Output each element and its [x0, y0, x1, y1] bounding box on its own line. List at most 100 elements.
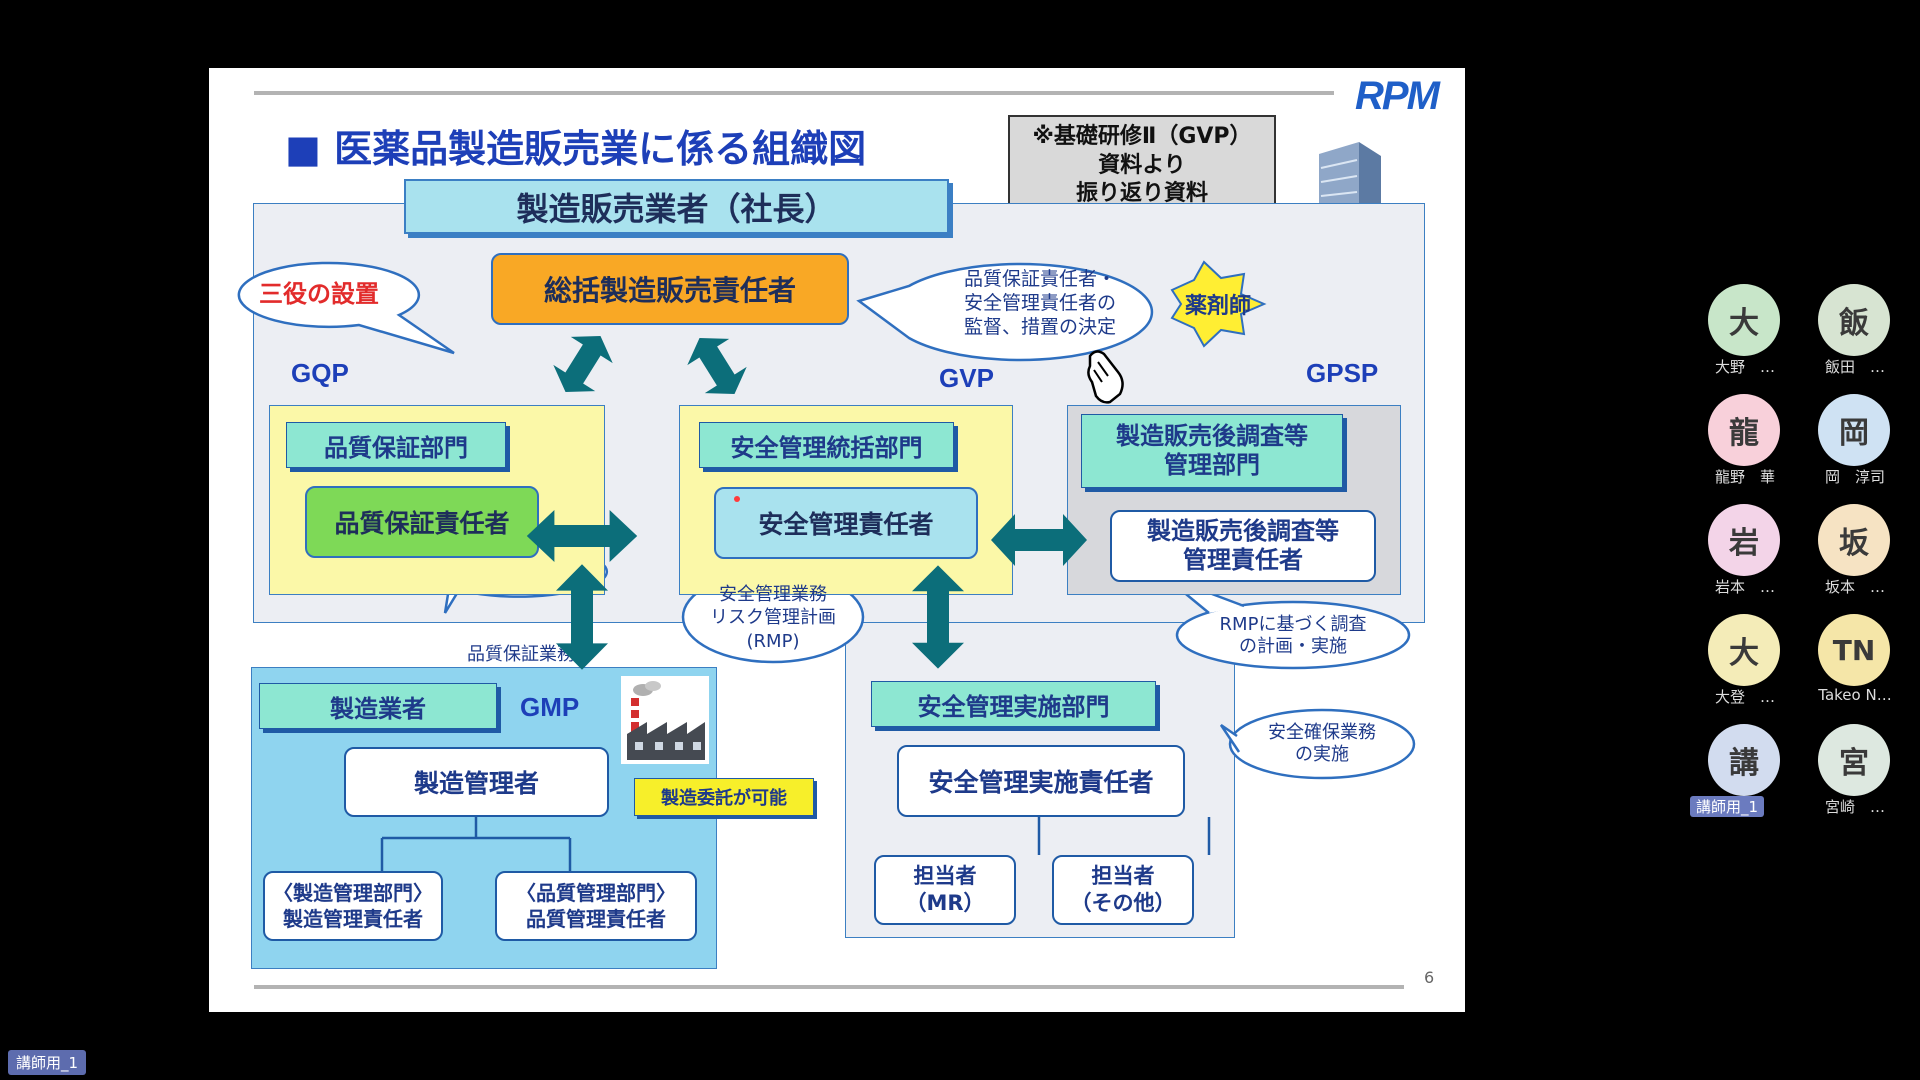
- self-view-label: 講師用_1: [8, 1050, 87, 1075]
- participant-tile[interactable]: 大 大登 …: [1690, 614, 1800, 707]
- slide-title: ■ 医薬品製造販売業に係る組織図: [285, 127, 867, 171]
- impl-task-line: 安全確保業務: [1268, 721, 1376, 743]
- hand-pointer-icon: [1087, 350, 1124, 404]
- safety-task-line: リスク管理計画: [710, 607, 836, 629]
- participant-avatar: 大: [1708, 614, 1780, 686]
- rmp-task-line: の計画・実施: [1239, 636, 1347, 657]
- gm-gvp-arrow: [678, 324, 756, 408]
- quality-task-text: 品質保証業務: [467, 643, 575, 665]
- participant-avatar: 岩: [1708, 504, 1780, 576]
- page-number: 6: [1424, 968, 1435, 987]
- participant-name: 龍野 華: [1714, 468, 1775, 486]
- impl-task-line: の実施: [1295, 744, 1349, 765]
- gqp-gvp-arrow: [526, 510, 638, 562]
- participant-name: 坂本 …: [1824, 578, 1885, 596]
- staff1-line: 担当者: [913, 863, 977, 888]
- top-rule: [254, 91, 1334, 95]
- shared-slide: ■ 医薬品製造販売業に係る組織図 RPM ※基礎研修Ⅱ（GVP） 資料より 振り…: [209, 68, 1465, 1012]
- participant-tile[interactable]: 龍 龍野 華: [1690, 394, 1800, 487]
- supervision-line: 安全管理責任者の: [963, 292, 1116, 315]
- safety-task-line: (RMP): [746, 630, 800, 652]
- participant-tile[interactable]: 岡 岡 淳司: [1800, 394, 1910, 487]
- supervision-bubble: [856, 262, 1154, 362]
- quality-manager-box: 品質保証責任者: [305, 486, 539, 558]
- three-roles-label: 三役の設置: [259, 279, 379, 308]
- note-line: ※基礎研修Ⅱ（GVP）: [1032, 124, 1252, 150]
- rpm-logo: RPM: [1355, 74, 1440, 118]
- factory-icon: [621, 676, 709, 764]
- participant-gallery: 大 大野 … 飯 飯田 … 龍 龍野 華 岡 岡 淳司 岩 岩本 … 坂 坂本 …: [1690, 284, 1910, 817]
- rmp-task-line: RMPに基づく調査: [1219, 613, 1367, 635]
- pharmacist-label: 薬剤師: [1184, 294, 1251, 319]
- participant-name-highlight: 講師用_1: [1690, 796, 1764, 817]
- gmp-label: GMP: [520, 692, 580, 722]
- arrow-layer: [526, 322, 1087, 670]
- participant-avatar: TN: [1818, 614, 1890, 686]
- general-manager-box: 総括製造販売責任者: [491, 253, 849, 325]
- participant-tile[interactable]: 飯 飯田 …: [1800, 284, 1910, 377]
- gpsp-dept-line: 管理部門: [1164, 451, 1260, 479]
- supervision-line: 監督、措置の決定: [963, 315, 1116, 338]
- sub2-line: 品質管理責任者: [526, 907, 666, 931]
- bottom-rule: [254, 985, 1404, 989]
- post-marketing-dept-box: 製造販売後調査等 管理部門: [1081, 414, 1343, 488]
- participant-name: 大登 …: [1714, 688, 1775, 706]
- staff-other-box: 担当者 （その他）: [1052, 855, 1194, 925]
- safety-task-text: 安全管理業務 リスク管理計画 (RMP): [683, 580, 863, 656]
- staff1-line: （MR）: [905, 891, 985, 915]
- supervision-line: 品質保証責任者・: [963, 268, 1116, 291]
- outsourcing-note: 製造委託が可能: [634, 778, 814, 816]
- participant-name: 大野 …: [1714, 358, 1775, 376]
- gqp-label: GQP: [291, 358, 349, 388]
- safety-mgmt-dept-box: 安全管理統括部門: [699, 422, 954, 468]
- sub1-line: 〈製造管理部門〉: [273, 881, 433, 905]
- reference-note: ※基礎研修Ⅱ（GVP） 資料より 振り返り資料: [1008, 115, 1276, 217]
- participant-name: 飯田 …: [1824, 358, 1885, 376]
- note-line: 振り返り資料: [1075, 181, 1208, 207]
- quality-control-manager-box: 〈品質管理部門〉 品質管理責任者: [495, 871, 697, 941]
- note-line: 資料より: [1098, 152, 1186, 178]
- pharmacist-star: [1170, 260, 1267, 348]
- gpsp-dept-line: 製造販売後調査等: [1116, 422, 1308, 451]
- safety-task-line: 安全管理業務: [719, 583, 827, 605]
- participant-name: 岩本 …: [1714, 578, 1775, 596]
- safety-manager-box: 安全管理責任者: [714, 487, 978, 559]
- participant-tile[interactable]: 坂 坂本 …: [1800, 504, 1910, 597]
- participant-tile[interactable]: TN Takeo N…: [1800, 614, 1910, 704]
- laser-pointer-dot: [734, 496, 740, 502]
- participant-tile[interactable]: 大 大野 …: [1690, 284, 1800, 377]
- participant-tile[interactable]: 講 講師用_1: [1690, 724, 1780, 817]
- participant-name: 岡 淳司: [1824, 468, 1885, 486]
- gpsp-manager-line: 管理責任者: [1183, 546, 1303, 574]
- supervision-text: 品質保証責任者・ 安全管理責任者の 監督、措置の決定: [909, 264, 1171, 344]
- participant-avatar: 飯: [1818, 284, 1890, 356]
- safety-impl-manager-box: 安全管理実施責任者: [897, 745, 1185, 817]
- sub2-line: 〈品質管理部門〉: [516, 881, 676, 905]
- participant-name: 宮崎 …: [1824, 798, 1885, 816]
- manufacturer-box: 製造業者: [259, 683, 497, 729]
- staff2-line: 担当者: [1091, 863, 1155, 888]
- manufacturing-manager-box: 製造管理者: [344, 747, 609, 817]
- post-marketing-manager-box: 製造販売後調査等 管理責任者: [1110, 510, 1376, 582]
- participant-avatar: 講: [1708, 724, 1780, 796]
- gvp-impl-arrow: [912, 565, 964, 669]
- participant-tile[interactable]: 岩 岩本 …: [1690, 504, 1800, 597]
- participant-avatar: 岡: [1818, 394, 1890, 466]
- connector-lines: [380, 817, 1211, 871]
- safety-impl-bubble: [1228, 708, 1416, 780]
- participant-name: Takeo N…: [1818, 686, 1892, 704]
- participant-tile[interactable]: 宮 宮崎 …: [1800, 724, 1910, 817]
- rmp-task-text: RMPに基づく調査 の計画・実施: [1177, 608, 1409, 664]
- gvp-label: GVP: [939, 363, 994, 393]
- safety-impl-task-text: 安全確保業務 の実施: [1230, 716, 1414, 772]
- sub1-line: 製造管理責任者: [283, 907, 423, 931]
- gpsp-manager-line: 製造販売後調査等: [1147, 517, 1339, 546]
- gqp-gmp-arrow: [556, 564, 608, 670]
- three-roles-bubble: [237, 261, 455, 355]
- participant-avatar: 宮: [1818, 724, 1890, 796]
- gvp-gpsp-arrow: [991, 514, 1087, 566]
- president-box: 製造販売業者（社長）: [404, 179, 949, 234]
- gpsp-label: GPSP: [1306, 358, 1379, 388]
- staff-mr-box: 担当者 （MR）: [874, 855, 1016, 925]
- participant-avatar: 龍: [1708, 394, 1780, 466]
